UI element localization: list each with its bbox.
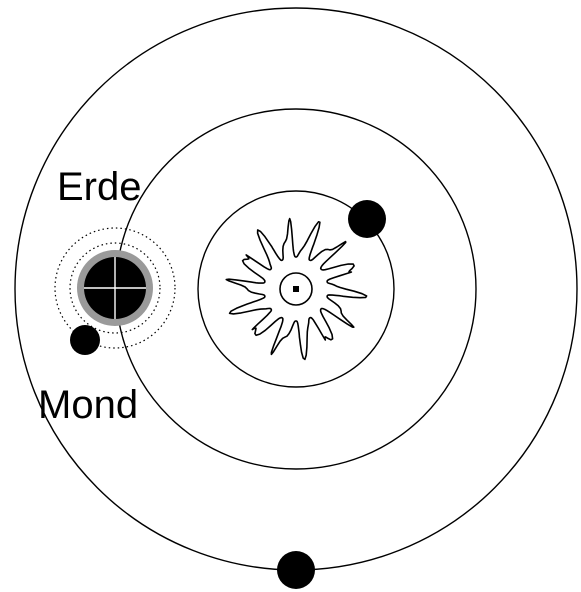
earth-icon bbox=[55, 228, 175, 348]
planet-icon bbox=[277, 551, 315, 589]
moon-label: Mond bbox=[38, 383, 138, 427]
earth-label: Erde bbox=[57, 165, 142, 209]
planet-icon bbox=[348, 200, 386, 238]
moon-icon bbox=[70, 325, 100, 355]
sun-icon bbox=[226, 219, 366, 360]
sun-core-dot bbox=[293, 286, 299, 292]
